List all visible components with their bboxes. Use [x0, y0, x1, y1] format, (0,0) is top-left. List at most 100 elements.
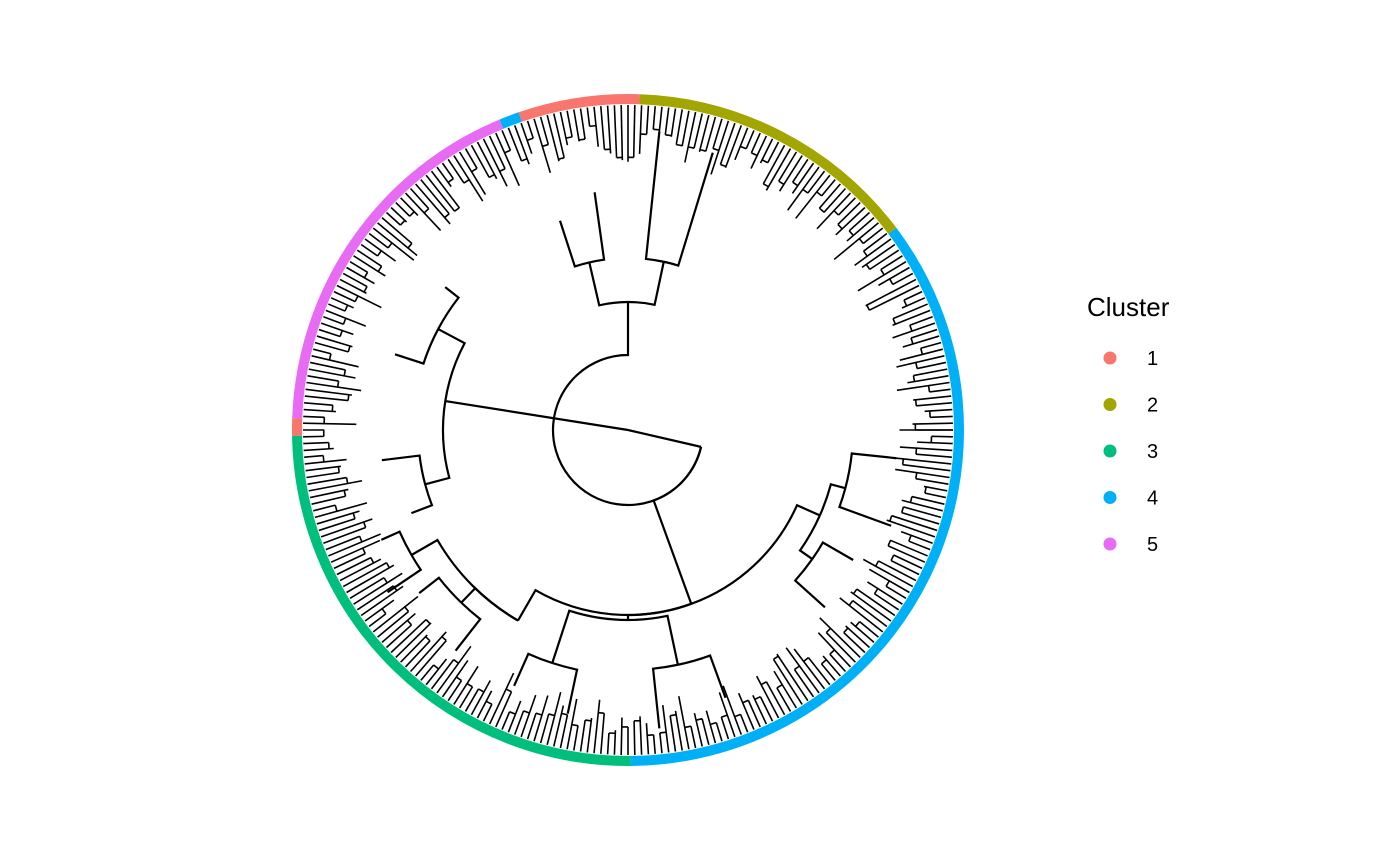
leaf-branch — [792, 158, 809, 183]
leaf-branch — [915, 453, 952, 458]
leaf-branch — [303, 441, 329, 445]
legend-swatch — [1103, 537, 1117, 551]
leaf-join — [377, 265, 383, 272]
leaf-branch — [859, 621, 879, 638]
leaf-branch — [381, 612, 416, 643]
leaf-branch — [765, 148, 792, 191]
leaf-branch — [349, 260, 369, 273]
leaf-join — [890, 554, 895, 561]
leaf-branch — [520, 122, 533, 154]
leaf-join — [927, 385, 931, 393]
leaf-branch — [372, 227, 415, 261]
leaf-branch — [848, 211, 871, 232]
legend-title: Cluster — [1087, 292, 1170, 322]
leaf-branch — [573, 725, 579, 751]
leaf-join — [376, 250, 382, 257]
leaf-branch — [323, 315, 344, 325]
leaf-branch — [364, 238, 397, 262]
leaf-branch — [400, 634, 428, 663]
leaf-branch — [659, 732, 663, 754]
leaf-branch — [854, 238, 892, 266]
leaf-branch — [482, 138, 508, 187]
leaf-branch — [330, 297, 354, 309]
leaf-join — [328, 353, 332, 361]
leaf-join — [361, 547, 366, 554]
leaf-join — [816, 191, 823, 197]
leaf-branch — [409, 187, 430, 210]
leaf-join — [794, 665, 800, 671]
leaf-branch — [787, 166, 820, 211]
dendrogram-branch — [437, 328, 467, 402]
leaf-branch — [920, 341, 942, 350]
leaf-branch — [306, 471, 340, 479]
leaf-join — [526, 137, 534, 142]
legend-item-2: 2 — [1103, 395, 1158, 417]
leaf-branch — [600, 713, 606, 754]
leaf-branch — [593, 699, 601, 754]
leaf-branch — [520, 694, 537, 738]
leaf-join — [880, 269, 885, 276]
leaf-branch — [917, 441, 953, 445]
leaf-branch — [336, 556, 372, 576]
leaf-join — [909, 324, 913, 332]
legend-swatch — [1103, 351, 1117, 365]
dendrogram-branch — [558, 220, 590, 268]
leaf-join — [915, 362, 918, 369]
leaf-branch — [862, 558, 914, 588]
leaf-join — [865, 263, 871, 270]
leaf-join — [342, 317, 347, 325]
leaf-join — [363, 286, 368, 293]
leaf-branch — [318, 517, 356, 532]
leaf-join — [720, 163, 727, 168]
dendrogram-branch — [454, 601, 482, 652]
leaf-join — [343, 490, 347, 497]
leaf-branch — [793, 669, 815, 698]
leaf-branch — [889, 539, 928, 557]
leaf-join — [548, 713, 555, 717]
leaf-branch — [776, 687, 792, 712]
leaf-branch — [436, 645, 472, 694]
leaf-branch — [755, 675, 780, 719]
leaf-branch — [303, 422, 357, 426]
leaf-branch — [539, 713, 550, 744]
leaf-join — [488, 173, 495, 179]
leaf-branch — [353, 572, 403, 605]
leaf-branch — [895, 468, 950, 479]
leaf-branch — [778, 155, 803, 192]
leaf-branch — [818, 183, 841, 209]
leaf-branch — [747, 699, 761, 728]
leaf-branch — [632, 105, 636, 158]
legend-label: 1 — [1147, 348, 1158, 370]
leaf-join — [425, 636, 431, 642]
leaf-branch — [381, 217, 413, 245]
leaf-branch — [910, 328, 938, 339]
dendrogram-branch — [418, 576, 463, 604]
leaf-branch — [501, 130, 512, 151]
leaf-branch — [447, 680, 463, 702]
leaf-branch — [360, 243, 379, 257]
leaf-join — [362, 521, 367, 528]
leaf-branch — [698, 115, 710, 153]
leaf-branch — [759, 138, 774, 164]
leaf-branch — [909, 315, 933, 326]
leaf-branch — [767, 141, 780, 164]
dendrogram-branch — [690, 503, 821, 605]
leaf-join — [347, 394, 350, 401]
leaf-join — [852, 588, 858, 595]
leaf-branch — [308, 479, 363, 492]
leaf-branch — [892, 303, 928, 320]
leaf-branch — [900, 530, 933, 545]
leaf-branch — [901, 499, 943, 512]
leaf-join — [874, 560, 880, 567]
leaf-join — [820, 659, 827, 665]
leaf-branch — [533, 118, 552, 173]
leaf-branch — [710, 120, 730, 175]
leaf-branch — [852, 600, 888, 628]
leaf-branch — [739, 714, 749, 733]
leaf-branch — [638, 105, 643, 154]
leaf-branch — [924, 492, 947, 499]
leaf-branch — [404, 192, 442, 231]
dendrogram-branch — [844, 452, 897, 489]
cluster-ring-segment-6 — [639, 94, 897, 234]
leaf-join — [862, 250, 868, 257]
